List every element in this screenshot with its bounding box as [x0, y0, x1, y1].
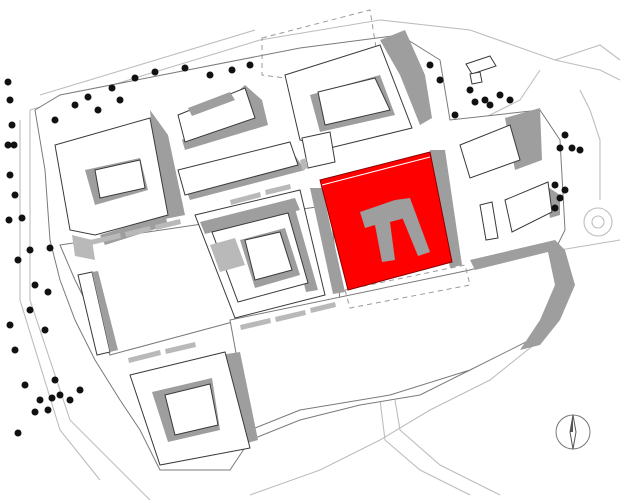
building-southwest: [129, 351, 258, 466]
building-east-upper: [459, 108, 542, 179]
building-central: [194, 189, 326, 319]
building-west-bar: [77, 271, 118, 356]
retaining-wall: [470, 240, 575, 350]
building-north-courtyard: [284, 30, 432, 169]
road-network: [19, 19, 621, 501]
building-northeast-small: [465, 55, 497, 85]
north-arrow-icon: [555, 414, 591, 450]
parking-strips: [90, 158, 336, 363]
highlighted-building: [310, 150, 462, 294]
building-northwest: [54, 110, 185, 260]
building-bar-center: [177, 141, 305, 200]
trees: [4, 61, 584, 437]
building-north-center: [177, 85, 268, 150]
